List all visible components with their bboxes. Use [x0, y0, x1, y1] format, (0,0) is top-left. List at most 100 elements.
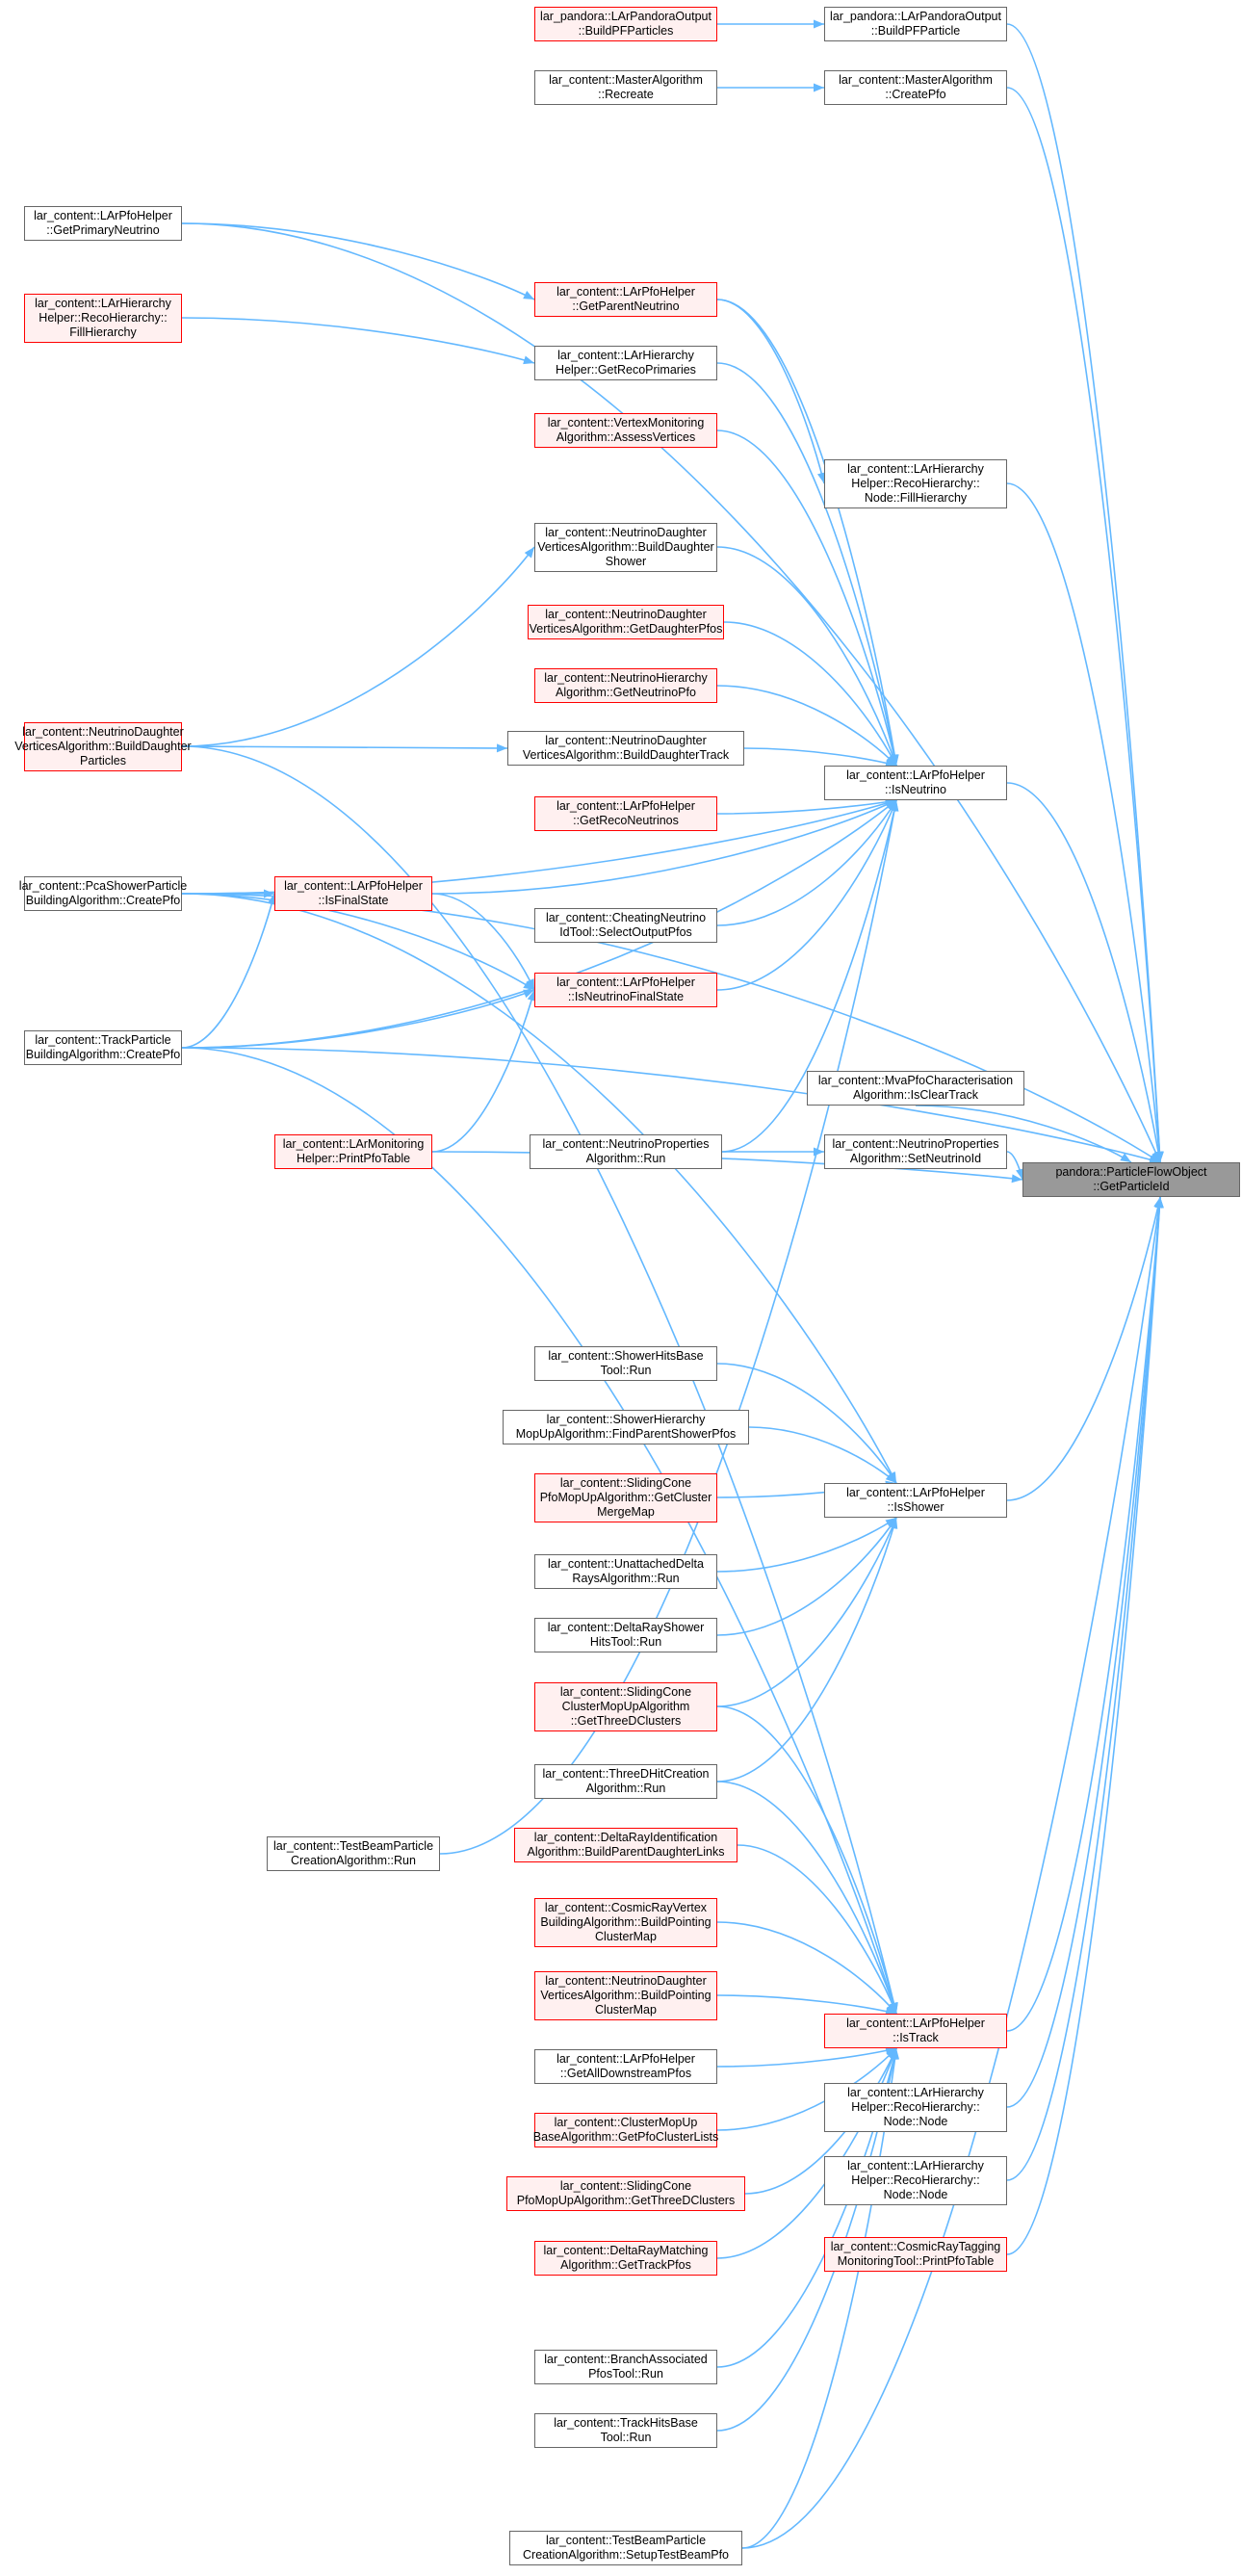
edge-nd-bdp-to-nd-bds	[181, 546, 535, 747]
node-lpo-bpfp-r[interactable]: lar_pandora::LArPandoraOutput::BuildPFPa…	[534, 7, 717, 41]
node-label-line: lar_content::LArHierarchy	[847, 2158, 984, 2173]
node-label-line: BuildingAlgorithm::CreatePfo	[25, 894, 181, 907]
node-label-line: VerticesAlgorithm::BuildDaughter	[14, 739, 192, 753]
node-label-line: lar_content::LArPfoHelper	[846, 1486, 985, 1499]
edge-isneutrino-to-root	[1006, 782, 1161, 1163]
node-label-line: VerticesAlgorithm::GetDaughterPfos	[529, 622, 723, 636]
edge-arrowhead	[1016, 1168, 1024, 1180]
node-label-line: pandora::ParticleFlowObject	[1055, 1165, 1207, 1179]
node-label-line: FillHierarchy	[69, 325, 137, 339]
node-label-line: Tool::Run	[600, 2431, 652, 2444]
node-isfinal[interactable]: lar_content::LArPfoHelper::IsFinalState	[274, 876, 432, 911]
node-isneutrino[interactable]: lar_content::LArPfoHelper::IsNeutrino	[824, 766, 1007, 800]
node-label-line: ::GetRecoNeutrinos	[573, 814, 679, 827]
node-getprimnu[interactable]: lar_content::LArPfoHelper::GetPrimaryNeu…	[24, 206, 182, 241]
edge-threedhit-to-istrack	[716, 1781, 897, 2015]
node-label-line: lar_content::NeutrinoDaughter	[22, 724, 184, 739]
edge-tbp-run-to-isneutrino	[439, 799, 897, 1855]
node-label-line: Algorithm::IsClearTrack	[852, 1088, 979, 1102]
edge-isnufinal-to-isneutrino	[716, 799, 897, 991]
node-label-line: BuildingAlgorithm::CreatePfo	[25, 1048, 181, 1061]
edge-isshower-to-root	[1006, 1196, 1161, 1501]
edge-node-node2-to-root	[1006, 1196, 1161, 2181]
edge-slidecone-3d-to-isshower	[716, 1517, 897, 1707]
edge-getreconu-to-isneutrino	[716, 799, 897, 815]
edge-trackpart-to-root	[181, 1047, 1161, 1163]
edge-nuprop-run-to-isneutrino	[721, 799, 897, 1153]
node-label-line: lar_content::LArPfoHelper	[34, 209, 172, 222]
node-label-line: BuildingAlgorithm::BuildPointing	[540, 1914, 712, 1929]
node-isshower[interactable]: lar_content::LArPfoHelper::IsShower	[824, 1483, 1007, 1518]
node-istrack[interactable]: lar_content::LArPfoHelper::IsTrack	[824, 2014, 1007, 2048]
edge-arrowhead	[887, 1471, 896, 1483]
edge-unatt-to-isshower	[716, 1517, 897, 1573]
edge-arrowhead	[890, 800, 899, 812]
node-label-line: ::CreatePfo	[885, 88, 946, 101]
edge-arrowhead	[891, 2048, 900, 2060]
node-getreconu[interactable]: lar_content::LArPfoHelper::GetRecoNeutri…	[534, 796, 717, 831]
edge-arrowhead	[885, 758, 896, 768]
edge-nd-bdp-to-nd-bdt	[181, 745, 508, 749]
node-label-line: lar_content::MasterAlgorithm	[839, 73, 993, 87]
node-label-line: lar_content::NeutrinoDaughter	[545, 1973, 707, 1988]
node-label-line: lar_content::ClusterMopUp	[554, 2116, 698, 2129]
edge-getparentnu-to-node-fillhier	[716, 299, 825, 484]
edge-arrowhead	[1011, 1174, 1022, 1184]
node-label-line: lar_content::TestBeamParticle	[545, 2534, 707, 2547]
node-label-line: ::IsTrack	[893, 2031, 939, 2044]
node-label-line: Shower	[605, 554, 647, 568]
node-ma-createpfo[interactable]: lar_content::MasterAlgorithm::CreatePfo	[824, 70, 1007, 105]
node-label-line: lar_content::ThreeDHitCreation	[542, 1767, 710, 1781]
edge-fillhier-to-getrecoprim	[181, 317, 535, 364]
node-getalldown[interactable]: lar_content::LArPfoHelper::GetAllDownstr…	[534, 2049, 717, 2084]
node-getparentnu[interactable]: lar_content::LArPfoHelper::GetParentNeut…	[534, 282, 717, 317]
edge-drident-to-istrack	[737, 1844, 897, 2015]
node-isnufinal[interactable]: lar_content::LArPfoHelper::IsNeutrinoFin…	[534, 973, 717, 1007]
edge-arrowhead	[814, 19, 824, 29]
edge-larmon-to-isnufinal	[431, 989, 535, 1153]
node-label-line: lar_content::TrackHitsBase	[554, 2416, 698, 2430]
node-lpo-bpfp[interactable]: lar_pandora::LArPandoraOutput::BuildPFPa…	[824, 7, 1007, 41]
node-label-line: lar_content::LArPfoHelper	[846, 768, 985, 782]
node-label-line: ::GetPrimaryNeutrino	[46, 223, 160, 237]
node-label-line: lar_content::LArHierarchy	[847, 461, 984, 476]
node-ma-recreate[interactable]: lar_content::MasterAlgorithm::Recreate	[534, 70, 717, 105]
